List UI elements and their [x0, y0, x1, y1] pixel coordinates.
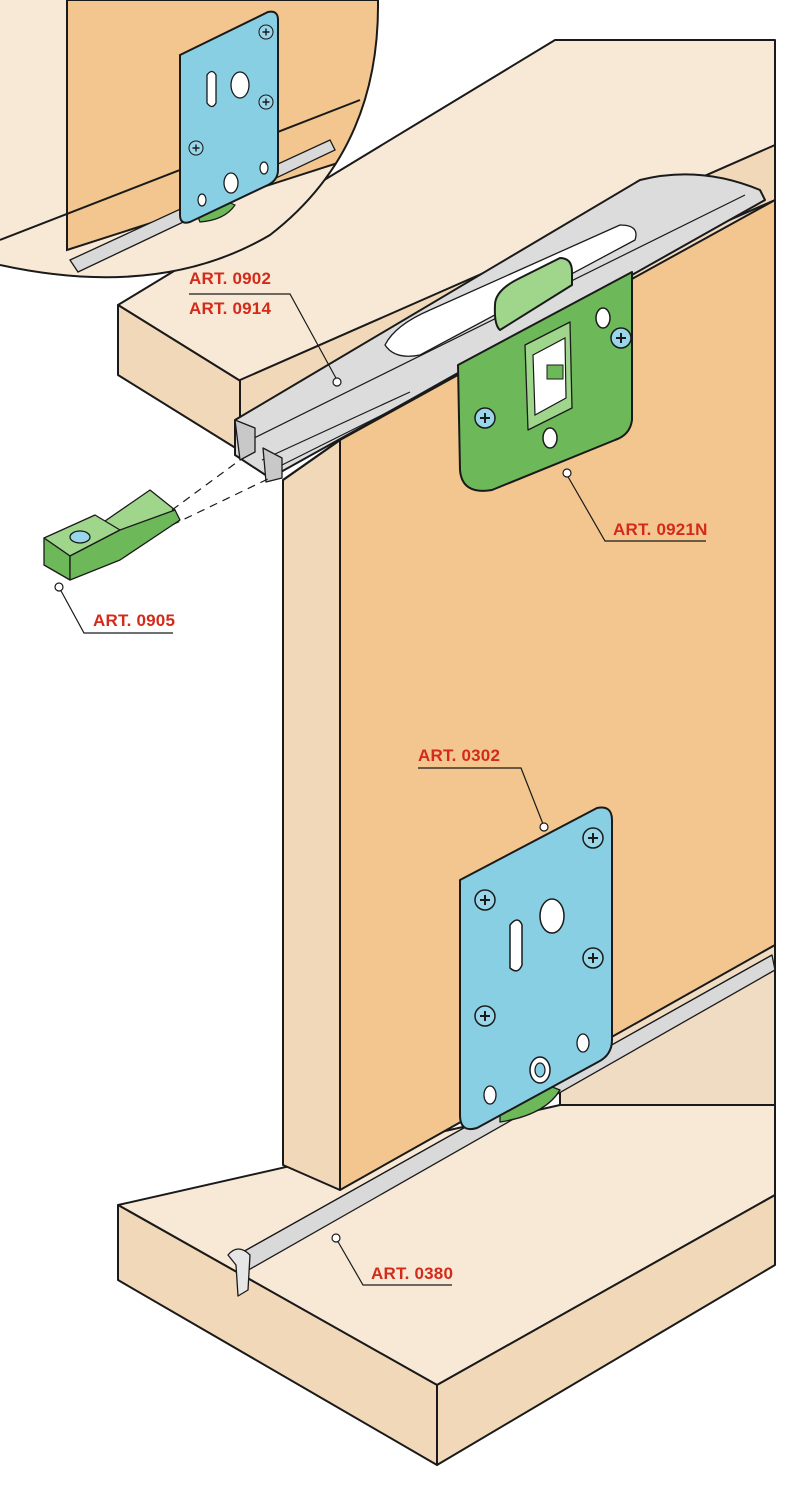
- label-art-0380: ART. 0380: [371, 1264, 454, 1283]
- stopper-clip: [43, 459, 271, 581]
- callout-leaders: [54, 293, 706, 1286]
- detail-inset: [0, 0, 380, 279]
- label-art-0921n: ART. 0921N: [613, 520, 708, 539]
- top-roller-bracket: [457, 257, 633, 492]
- label-art-0902: ART. 0902: [189, 269, 272, 288]
- label-art-0905: ART. 0905: [93, 611, 176, 630]
- label-art-0914: ART. 0914: [189, 299, 272, 318]
- bottom-roller-plate: [459, 806, 613, 1131]
- label-art-0302: ART. 0302: [418, 746, 501, 765]
- bottom-shelf: [117, 1104, 776, 1466]
